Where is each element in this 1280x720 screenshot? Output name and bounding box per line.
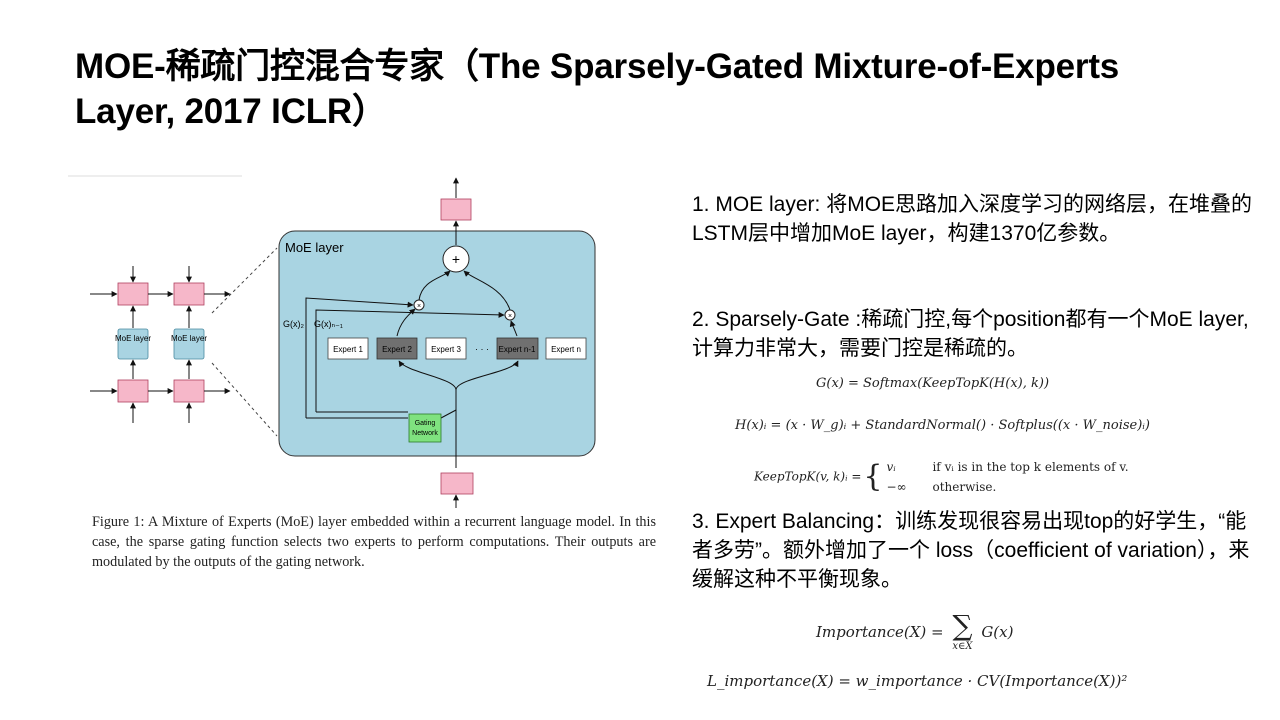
point-2: 2. Sparsely-Gate :稀疏门控,每个position都有一个MoE… <box>692 308 1249 360</box>
gating-network <box>408 413 442 443</box>
sum-subscript: x∈X <box>952 641 973 652</box>
formula-importance: Importance(X) = ∑x∈X G(x) <box>816 612 1013 654</box>
title-line-1: MOE-稀疏门控混合专家（The Sparsely-Gated Mixture-… <box>75 47 1120 86</box>
case2-condition: otherwise. <box>932 480 997 494</box>
point-1: 1. MOE layer: 将MOE思路加入深度学习的网络层，在堆叠的LSTM层… <box>692 193 1253 245</box>
expert-label: Expert 3 <box>431 345 461 354</box>
moe-diagram: MoE layer MoE layer MoE layer + × × <box>62 168 662 508</box>
zoom-line-bottom <box>211 362 278 437</box>
gate-label-n1: G(x)ₙ₋₁ <box>314 319 343 329</box>
gate-label-2: G(x)₂ <box>283 319 304 329</box>
title-line-2: Layer, 2017 ICLR） <box>75 92 387 131</box>
importance-rhs: G(x) <box>981 623 1014 641</box>
lstm-cell <box>117 379 149 403</box>
point-3: 3. Expert Balancing：训练发现很容易出现top的好学生，“能者… <box>692 510 1250 591</box>
expert-label: Expert 2 <box>382 345 412 354</box>
expert-box <box>545 337 587 360</box>
expert-box-active <box>376 337 418 360</box>
lstm-cell <box>117 282 149 306</box>
formula-keeptopk: KeepTopK(v, k)ᵢ ={ vᵢ if vᵢ is in the top… <box>754 456 1137 498</box>
input-cell <box>440 472 474 495</box>
expert-box <box>327 337 369 360</box>
brace: { <box>863 459 883 494</box>
expert-label: Expert 1 <box>333 345 363 354</box>
moe-layer-title: MoE layer <box>285 240 344 255</box>
sum-symbol: ∑x∈X <box>952 612 972 654</box>
figure-caption: Figure 1: A Mixture of Experts (MoE) lay… <box>92 514 656 570</box>
slide-title: MOE-稀疏门控混合专家（The Sparsely-Gated Mixture-… <box>75 44 1255 134</box>
plus-sign: + <box>452 251 460 267</box>
times-sign-1: × <box>417 303 421 310</box>
expert-box <box>425 337 467 360</box>
lstm-cell <box>173 379 205 403</box>
keeptopk-lhs: KeepTopK(v, k)ᵢ = <box>754 469 862 484</box>
lstm-stack: MoE layer MoE layer <box>90 266 231 423</box>
formula-gating: G(x) = Softmax(KeepTopK(H(x), k)) <box>816 376 1050 391</box>
moe-diagram-svg: MoE layer MoE layer MoE layer + × × <box>68 175 596 508</box>
gating-label: Gating <box>415 420 436 427</box>
zoom-line-top <box>211 247 278 314</box>
times-sign-2: × <box>508 313 512 320</box>
moe-cell <box>173 328 205 360</box>
gating-label-2: Network <box>412 430 438 437</box>
case1-value: vᵢ <box>886 460 896 474</box>
cases-table: vᵢ if vᵢ is in the top k elements of v. −… <box>884 456 1136 498</box>
sum-node <box>442 245 470 273</box>
formula-noisy-topk: H(x)ᵢ = (x · W_g)ᵢ + StandardNormal() · … <box>735 418 1150 433</box>
case1-condition: if vᵢ is in the top k elements of v. <box>932 460 1129 474</box>
expert-ellipsis: · · · <box>475 344 489 354</box>
formula-importance-loss: L_importance(X) = w_importance · CV(Impo… <box>707 672 1128 690</box>
moe-cell-label-1: MoE layer <box>115 334 151 343</box>
expert-box-active <box>496 337 539 360</box>
moe-cell-label-2: MoE layer <box>171 334 207 343</box>
lstm-cell <box>173 282 205 306</box>
case2-value: −∞ <box>886 480 907 494</box>
moe-cell <box>117 328 149 360</box>
importance-lhs: Importance(X) = <box>816 623 944 641</box>
expert-label: Expert n-1 <box>499 345 536 354</box>
output-cell <box>440 198 472 221</box>
expert-label: Expert n <box>551 345 581 354</box>
sigma: ∑ <box>952 609 973 642</box>
